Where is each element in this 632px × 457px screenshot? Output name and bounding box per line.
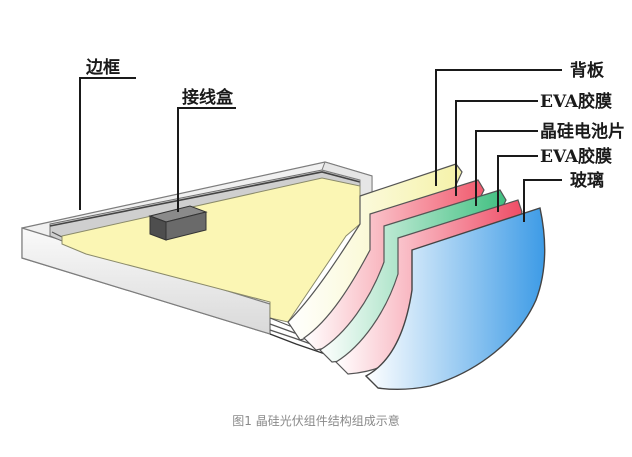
label-glass: 玻璃 [570,170,604,191]
layer-glass [364,207,546,391]
leader-glass [523,179,562,222]
label-eva-top: EVA胶膜 [540,91,612,112]
figure-caption: 图1 晶硅光伏组件结构组成示意 [232,414,400,428]
leader-frame [79,77,136,210]
leader-backsheet [435,69,562,186]
label-eva-bottom: EVA胶膜 [540,146,612,167]
leader-lines [79,69,562,222]
junction-box [148,205,208,241]
label-frame: 边框 [85,57,120,78]
leader-junction-box [177,107,236,212]
leader-eva-top [455,100,538,196]
label-cells: 晶硅电池片 [540,121,625,142]
label-junction-box: 接线盒 [182,87,234,108]
leader-eva-bottom [497,155,538,212]
label-backsheet: 背板 [570,60,605,81]
leader-cells [475,130,538,206]
